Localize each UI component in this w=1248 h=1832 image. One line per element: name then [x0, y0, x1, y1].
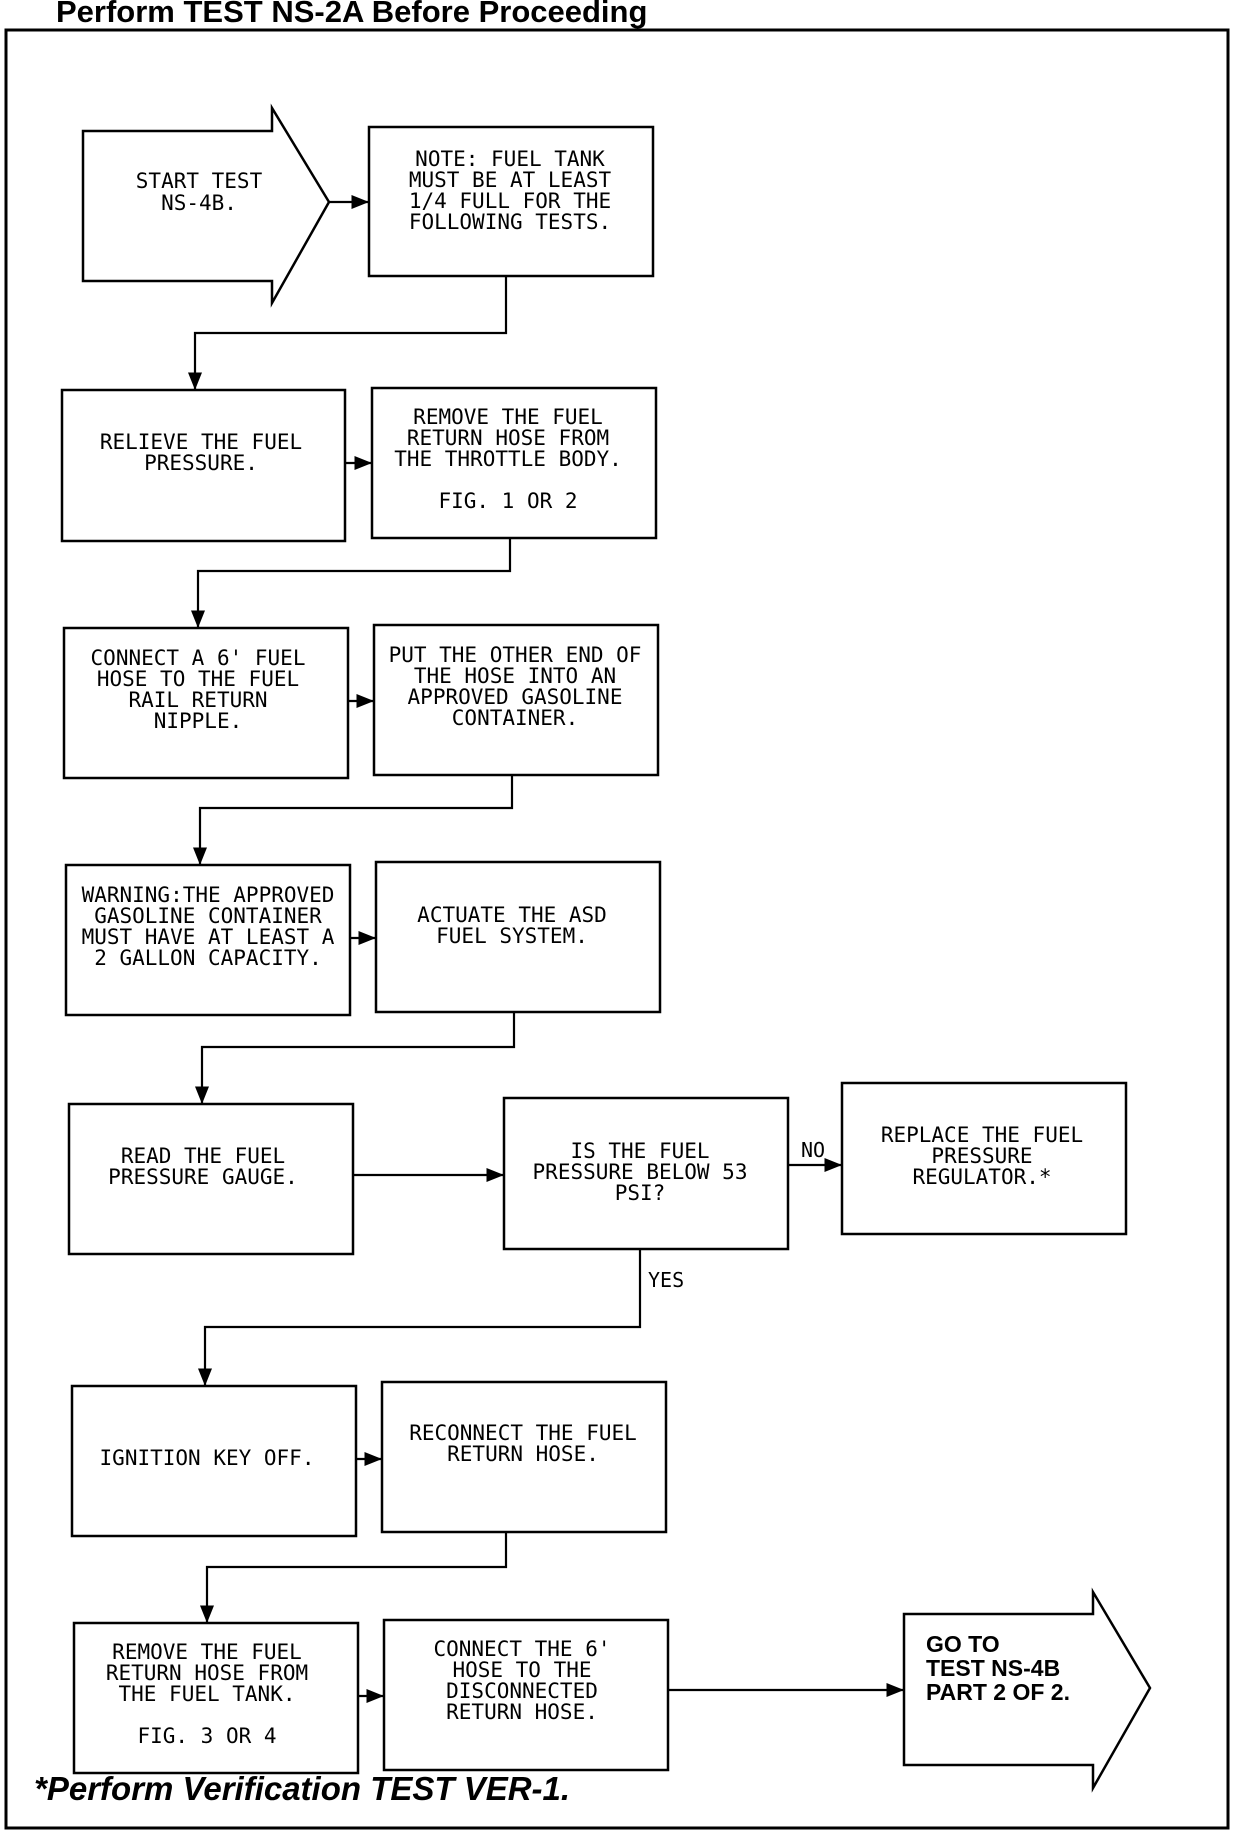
text-line: APPROVED GASOLINE [408, 685, 623, 709]
ignition-text: IGNITION KEY OFF. [100, 1446, 315, 1470]
edge-decision-ignition [197, 1249, 642, 1386]
text-line: CONNECT THE 6' [433, 1637, 610, 1661]
text-line: ACTUATE THE ASD [417, 903, 607, 927]
read-gauge-box [67, 1102, 355, 1256]
text-line: IS THE FUEL [570, 1139, 709, 1163]
replace-box [840, 1081, 1128, 1236]
text-line: TEST NS-4B [926, 1655, 1060, 1681]
text-line: READ THE FUEL [121, 1144, 285, 1168]
text-line: REPLACE THE FUEL [881, 1123, 1083, 1147]
put-end-box [372, 623, 660, 777]
edge-put-warning [192, 775, 514, 865]
text-line: RAIL RETURN [128, 688, 267, 712]
connect-hose-box [62, 626, 350, 780]
warning-box [64, 863, 352, 1017]
text-line: RETURN HOSE. [447, 1442, 599, 1466]
text-line: RECONNECT THE FUEL [409, 1421, 637, 1445]
text-line: HOSE TO THE FUEL [97, 667, 299, 691]
text-line: FOLLOWING TESTS. [409, 210, 611, 234]
text-line: RETURN HOSE FROM [407, 426, 609, 450]
relieve-box [60, 388, 347, 543]
goto-arrow-shape [902, 1587, 1152, 1793]
text-line: PRESSURE GAUGE. [108, 1165, 298, 1189]
text-line: NOTE: FUEL TANK [415, 147, 605, 171]
edge-reconnect-remove-tank [199, 1532, 508, 1623]
text-line: PRESSURE [931, 1144, 1032, 1168]
text-line: REMOVE THE FUEL [112, 1640, 302, 1664]
page-frame [4, 28, 1230, 1830]
text-line: RETURN HOSE. [446, 1700, 598, 1724]
text-line: MUST HAVE AT LEAST A [82, 925, 335, 949]
text-line: REMOVE THE FUEL [413, 405, 603, 429]
text-line: CONNECT A 6' FUEL [91, 646, 306, 670]
text-line: CONTAINER. [452, 706, 578, 730]
text-line: PRESSURE. [144, 451, 258, 475]
connect-6-box [382, 1618, 670, 1772]
text-line: NIPPLE. [154, 709, 243, 733]
decision-box [502, 1096, 790, 1251]
text-line: NS-4B. [161, 191, 237, 215]
text-line: THE FUEL TANK. [118, 1682, 295, 1706]
text-line: IGNITION KEY OFF. [100, 1446, 315, 1470]
text-line: GO TO [926, 1631, 1000, 1657]
text-line: PUT THE OTHER END OF [389, 643, 642, 667]
note-box [367, 125, 655, 278]
reconnect-box [380, 1380, 668, 1534]
text-line: START TEST [136, 169, 263, 193]
text-line: GASOLINE CONTAINER [94, 904, 322, 928]
text-line: RETURN HOSE FROM [106, 1661, 308, 1685]
text-line: REGULATOR.* [912, 1165, 1051, 1189]
footer-note: *Perform Verification TEST VER-1. [34, 1770, 571, 1807]
text-line: PSI? [615, 1181, 666, 1205]
remove-return-box [370, 386, 658, 540]
edge-actuate-read [194, 1012, 516, 1104]
remove-tank-box [72, 1621, 360, 1775]
edge-label-no: NO [801, 1138, 825, 1162]
edge-note-relieve [187, 276, 508, 390]
text-line: RELIEVE THE FUEL [100, 430, 302, 454]
text-line: DISCONNECTED [446, 1679, 598, 1703]
edge-label-yes: YES [648, 1268, 684, 1292]
start-arrow-shape [81, 103, 331, 308]
text-line: MUST BE AT LEAST [409, 168, 612, 192]
text-line: PRESSURE BELOW 53 [533, 1160, 748, 1184]
text-line: WARNING:THE APPROVED [82, 883, 335, 907]
text-line: THE THROTTLE BODY. [394, 447, 622, 471]
text-line: HOSE TO THE [452, 1658, 591, 1682]
edge-remove-connect [190, 538, 512, 628]
text-line: 1/4 FULL FOR THE [409, 189, 611, 213]
text-line: THE HOSE INTO AN [414, 664, 616, 688]
ignition-box [70, 1384, 358, 1538]
text-line: 2 GALLON CAPACITY. [94, 946, 322, 970]
text-line: PART 2 OF 2. [926, 1679, 1070, 1705]
text-line: FIG. 1 OR 2 [438, 489, 577, 513]
text-line: FIG. 3 OR 4 [137, 1724, 276, 1748]
text-line: FUEL SYSTEM. [436, 924, 588, 948]
page-title: Perform TEST NS-2A Before Proceeding [56, 0, 648, 29]
